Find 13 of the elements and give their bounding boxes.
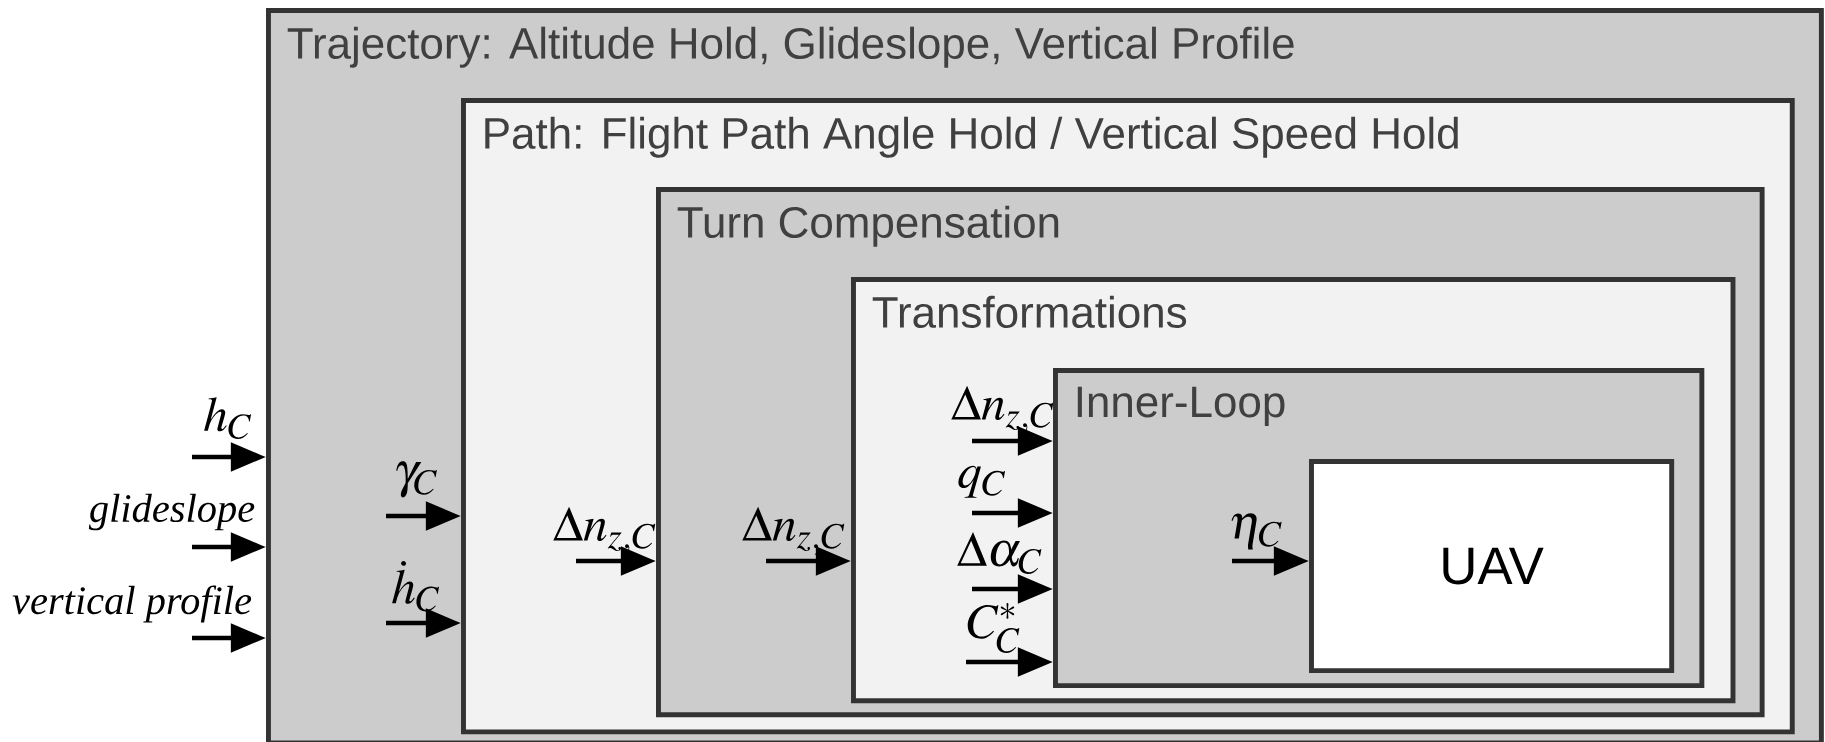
edge-label: $\gamma_C$ [396, 461, 437, 498]
edge-label: $\dot{h}_C$ [392, 560, 440, 612]
edge-label: $h_C$ [204, 397, 252, 440]
edge-label: glideslope [88, 493, 255, 531]
edge-label: $\Delta n_{z,C}$ [553, 506, 656, 556]
edge-label: $\Delta n_{z,C}$ [742, 506, 845, 556]
edge-label: vertical profile [12, 585, 252, 623]
edge-label: $\Delta\alpha_C$ [957, 531, 1042, 574]
edge-label: $q_C$ [958, 465, 1006, 498]
edge-label: $\Delta n_{z,C}$ [951, 385, 1054, 435]
edge-label: $\eta_C$ [1231, 513, 1282, 550]
edge-label: $C_C^*$ [967, 603, 1020, 653]
block-box: UAV [1309, 459, 1675, 674]
